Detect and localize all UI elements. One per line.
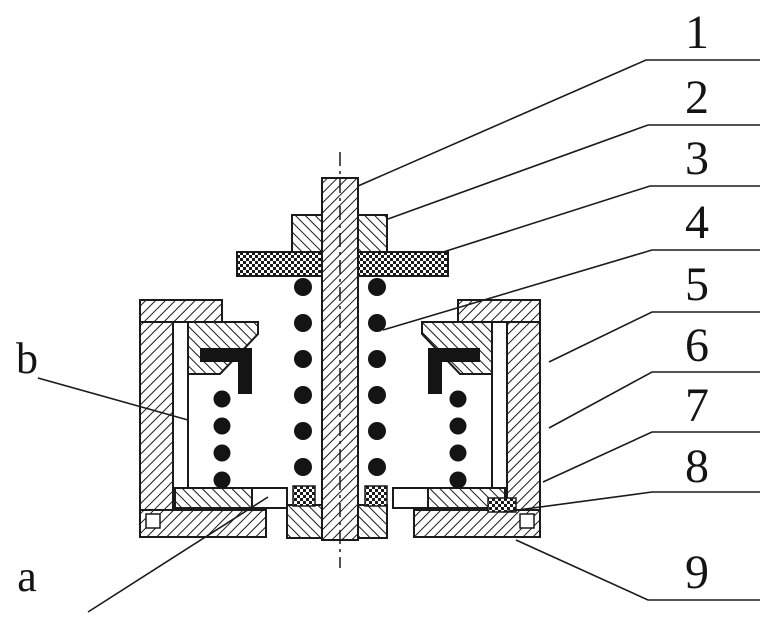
callout-label-1: 1 <box>685 6 709 59</box>
left-inner-spring <box>213 390 231 489</box>
callout-label-3: 3 <box>685 132 709 185</box>
center-spring-coils <box>294 278 386 476</box>
callout-label-6: 6 <box>685 319 709 372</box>
callout-label-b: b <box>16 334 38 383</box>
callout-label-8: 8 <box>685 440 709 493</box>
leader-lines <box>37 59 760 613</box>
callout-label-7: 7 <box>685 379 709 432</box>
callout-label-9: 9 <box>685 546 709 599</box>
callout-label-a: a <box>17 552 37 601</box>
callout-label-5: 5 <box>685 258 709 311</box>
callout-label-2: 2 <box>685 71 709 124</box>
right-inner-spring <box>449 390 467 489</box>
callout-label-4: 4 <box>685 196 709 249</box>
right-housing <box>392 299 541 538</box>
left-housing <box>139 299 288 538</box>
